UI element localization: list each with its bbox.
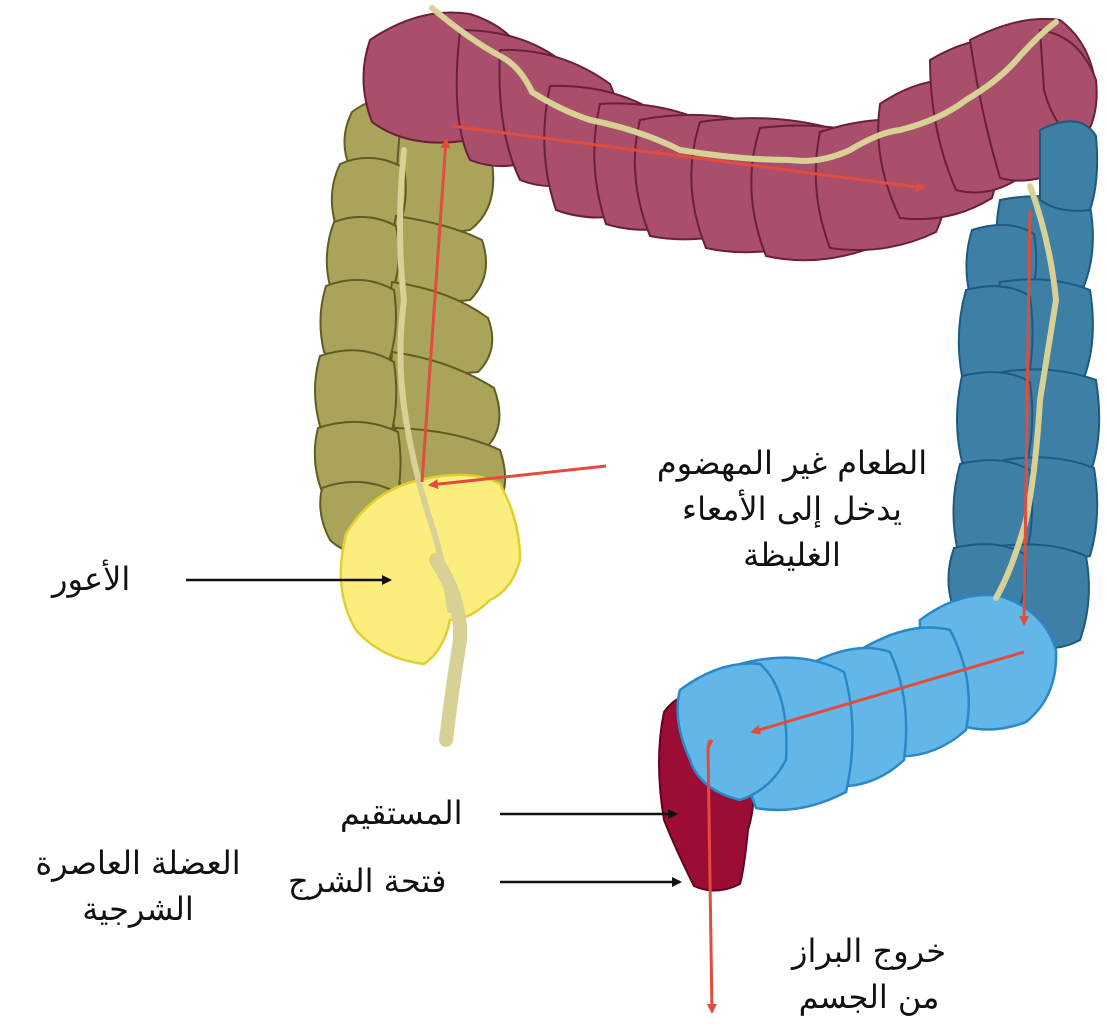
label-cecum-text: الأعور xyxy=(52,556,130,602)
flow-arrow-out-of-body xyxy=(708,740,710,748)
label-cecum: الأعور xyxy=(52,556,130,602)
label-undigested-food-line3: الغليظة xyxy=(612,532,972,578)
label-rectum: المستقيم xyxy=(340,790,462,836)
label-anus-text: فتحة الشرج xyxy=(288,858,446,904)
label-undigested-food: الطعام غير المهضوم يدخل إلى الأمعاء الغل… xyxy=(612,440,972,578)
sigmoid-colon xyxy=(678,595,1057,810)
label-anal-sphincter-line1: العضلة العاصرة xyxy=(0,840,276,886)
label-feces-exit-line2: من الجسم xyxy=(756,974,982,1020)
label-anus: فتحة الشرج xyxy=(288,858,446,904)
label-feces-exit: خروج البراز من الجسم xyxy=(756,928,982,1020)
label-rectum-text: المستقيم xyxy=(340,790,462,836)
label-feces-exit-line1: خروج البراز xyxy=(756,928,982,974)
label-anal-sphincter-line2: الشرجية xyxy=(0,886,276,932)
label-undigested-food-line1: الطعام غير المهضوم xyxy=(612,440,972,486)
label-anal-sphincter: العضلة العاصرة الشرجية xyxy=(0,840,276,932)
label-undigested-food-line2: يدخل إلى الأمعاء xyxy=(612,486,972,532)
